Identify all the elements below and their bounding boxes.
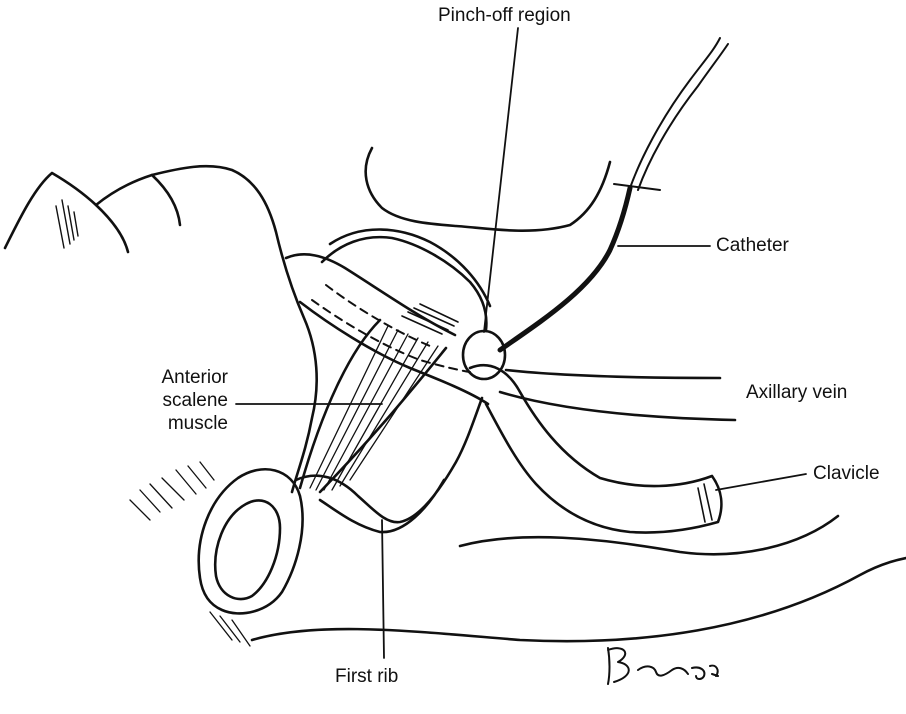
label-pinch-off-region: Pinch-off region [438,5,571,26]
leader-pinch [483,27,519,333]
label-catheter: Catheter [716,235,789,256]
axillary-vein [498,368,737,422]
label-first-rib: First rib [335,666,399,687]
label-anterior-scalene-muscle: Anterior scalene muscle [146,366,228,435]
shoulder-outline [3,164,318,494]
leader-clavicle [715,473,807,491]
scalene-muscle-hatching [309,325,439,491]
upper-band-inner [320,235,488,332]
ear-outer [197,468,304,615]
upper-band-outer [328,228,492,308]
catheter-clip [613,183,661,191]
pinch-off-circle [461,329,507,381]
neck-contour [250,556,906,643]
shoulder-fold [94,173,182,254]
label-scalene-line-2: scalene [162,390,229,411]
scalene-muscle-outline [298,318,448,494]
catheter-tube [497,185,633,353]
label-scalene-line-3: muscle [167,413,228,434]
clavicle-end-lines [697,483,713,523]
ear-hair [129,461,251,647]
scalene-insertion-hatch [401,303,459,335]
chest-contour [458,514,840,556]
upper-contour [364,146,612,232]
clavicle-bone [468,363,723,534]
label-scalene-line-1: Anterior [161,367,228,388]
label-axillary-vein: Axillary vein [746,382,848,403]
first-rib [294,396,484,534]
shoulder-hatching [55,199,79,249]
artist-signature [607,647,719,685]
leader-first-rib [381,519,385,659]
ear-inner [213,499,282,601]
catheter-external [629,37,729,191]
label-clavicle: Clavicle [813,463,880,484]
